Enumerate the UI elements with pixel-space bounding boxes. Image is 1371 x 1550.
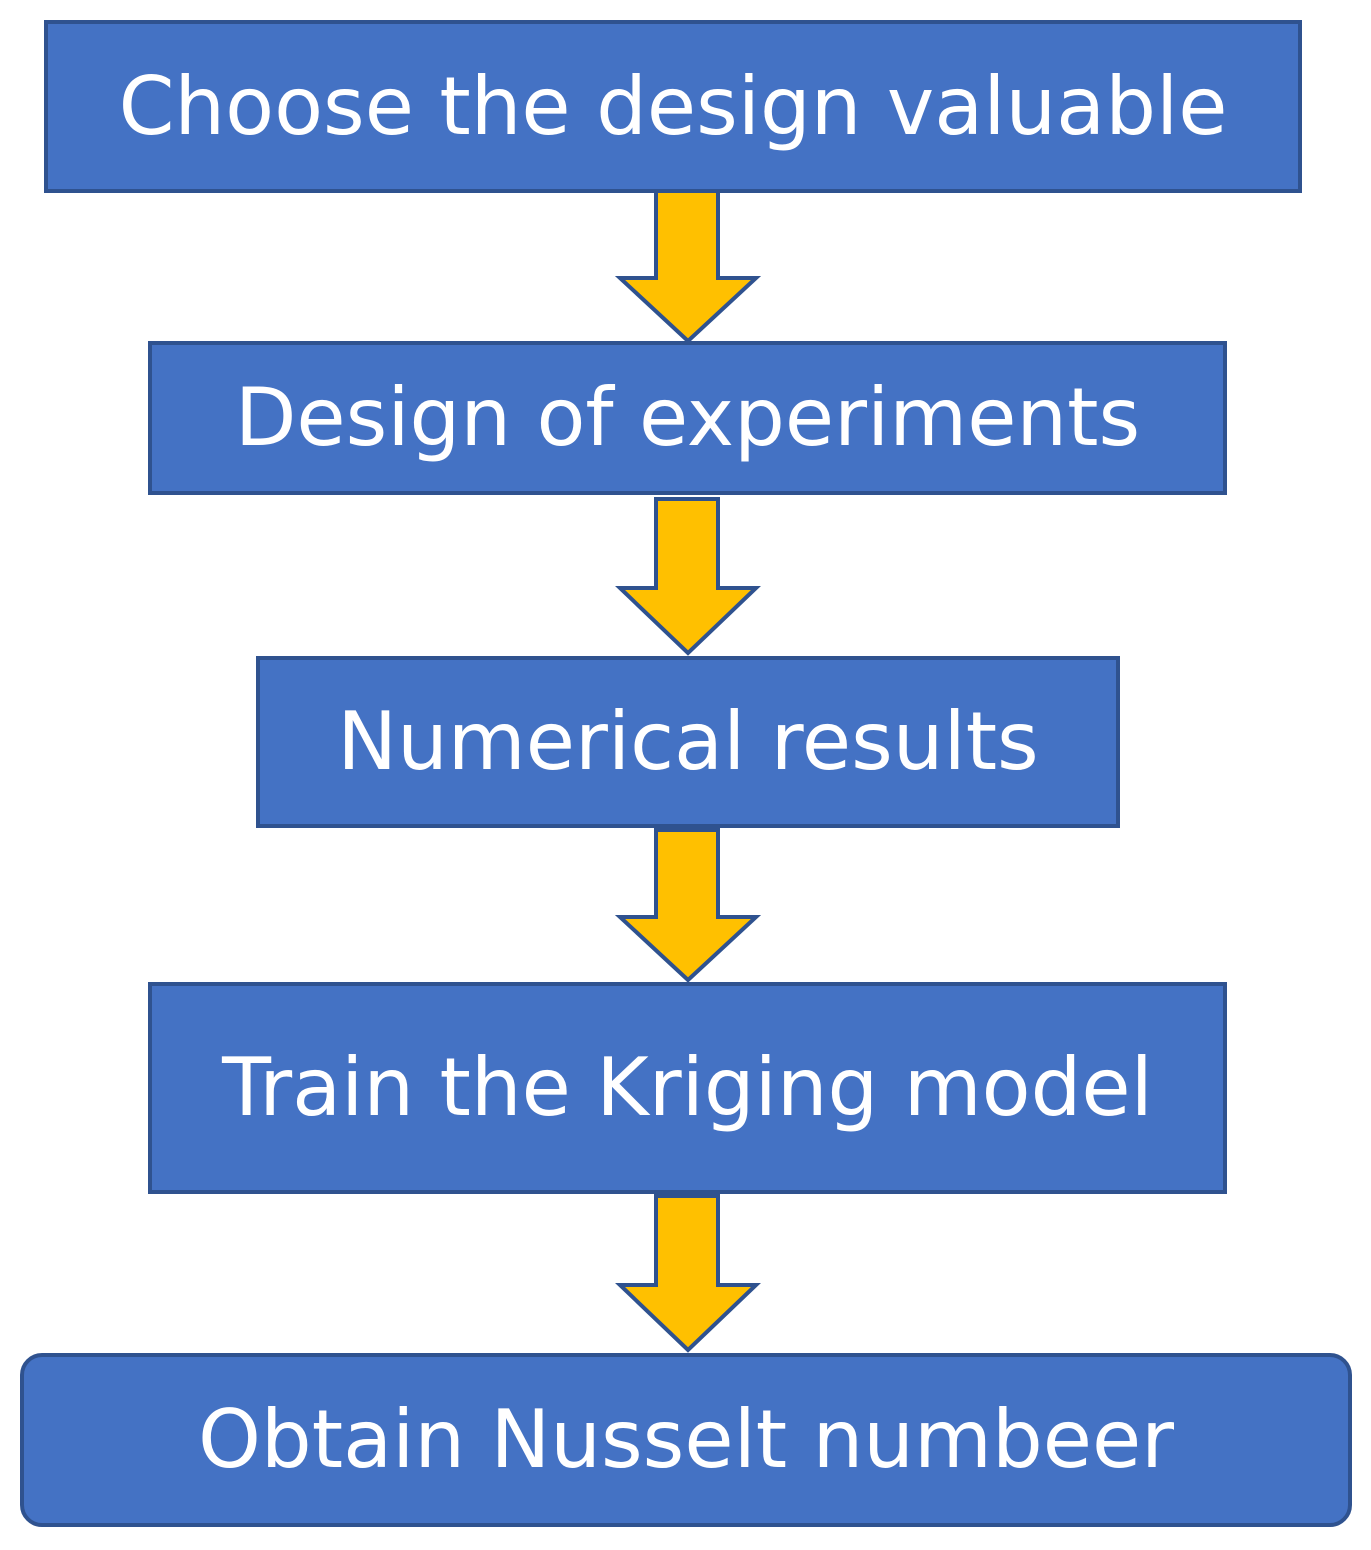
- step-label: Obtain Nusselt numbeer: [197, 1393, 1175, 1486]
- step-label: Train the Kriging model: [222, 1041, 1153, 1134]
- step-label: Choose the design valuable: [118, 59, 1228, 153]
- step-label: Design of experiments: [234, 371, 1141, 464]
- step-box-obtain-nusselt-number: Obtain Nusselt numbeer: [20, 1353, 1352, 1527]
- down-arrow-icon: [614, 828, 762, 983]
- down-arrow-icon: [614, 189, 762, 344]
- step-box-choose-design-variable: Choose the design valuable: [44, 20, 1302, 193]
- down-arrow-icon: [615, 1194, 761, 1353]
- down-arrow-icon: [615, 497, 761, 656]
- step-box-design-of-experiments: Design of experiments: [148, 341, 1227, 495]
- step-box-numerical-results: Numerical results: [256, 656, 1120, 828]
- step-box-train-kriging-model: Train the Kriging model: [148, 982, 1227, 1194]
- step-label: Numerical results: [337, 695, 1039, 788]
